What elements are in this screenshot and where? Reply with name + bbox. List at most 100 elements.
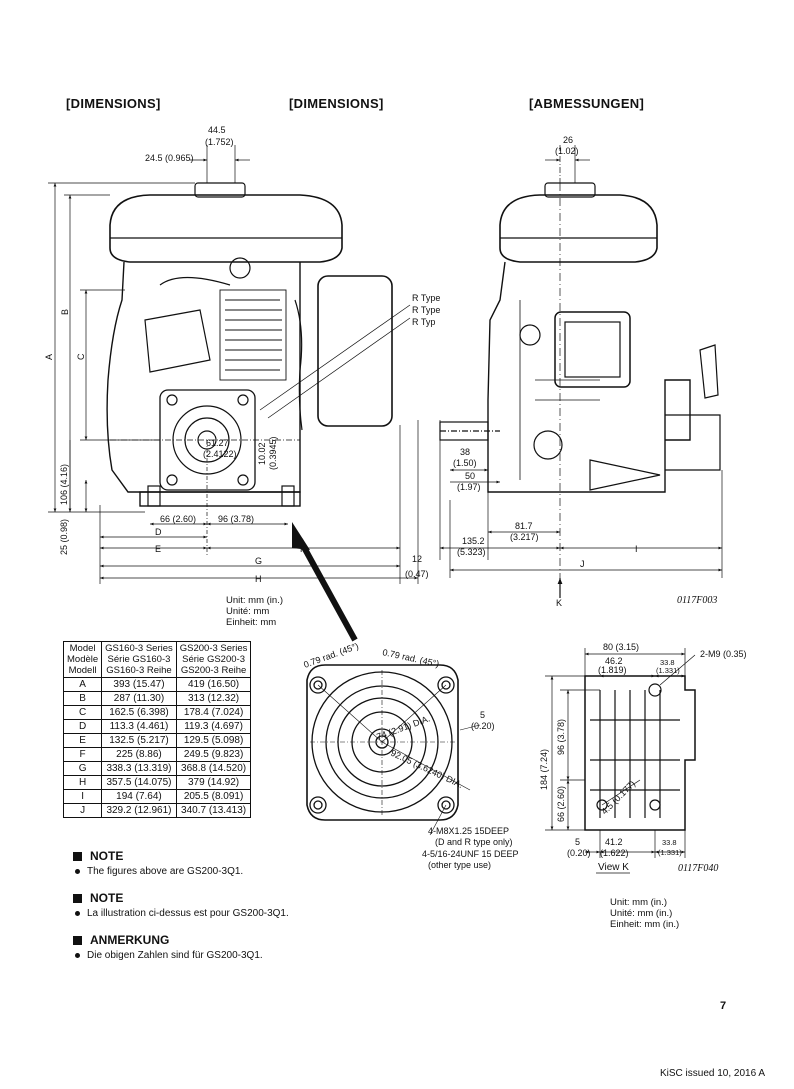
row-key: J xyxy=(62,803,103,818)
header-model: Model Modèle Modell xyxy=(62,641,103,678)
svg-text:33.8: 33.8 xyxy=(662,838,677,847)
unit-k-en: Unit: mm (in.) xyxy=(610,897,667,908)
flange-labels: 0.79 rad. (45°) 0.79 rad. (45°) 74 (2.91… xyxy=(302,641,518,870)
unit-k-de: Einheit: mm (in.) xyxy=(610,919,680,930)
side-view-labels: 26 (1.02) 38 (1.50) 50 (1.97) 81.7 (3.21… xyxy=(453,135,717,608)
dimension-table: Model Modèle Modell GS160-3 Series Série… xyxy=(62,641,252,818)
row-gs160: 132.5 (5.217) xyxy=(101,733,177,748)
unit-line-de: Einheit: mm xyxy=(226,617,277,628)
svg-text:80 (3.15): 80 (3.15) xyxy=(603,642,639,652)
note-text-de: Die obigen Zahlen sind für GS200-3Q1. xyxy=(75,950,263,961)
svg-text:46.2: 46.2 xyxy=(605,656,623,666)
svg-text:96 (3.78): 96 (3.78) xyxy=(218,514,254,524)
row-gs200: 129.5 (5.098) xyxy=(175,733,252,748)
units-view-k: Unit: mm (in.) Unité: mm (in.) Einheit: … xyxy=(610,897,679,930)
svg-text:(0.47): (0.47) xyxy=(405,569,429,579)
svg-text:C: C xyxy=(76,353,86,360)
svg-text:(0.20): (0.20) xyxy=(567,848,591,858)
square-bullet-icon xyxy=(73,936,82,946)
svg-text:26: 26 xyxy=(563,135,573,145)
unit-line-en: Unit: mm (in.) xyxy=(226,595,283,606)
svg-text:(1.02): (1.02) xyxy=(555,146,579,156)
side-view-dimension-lines xyxy=(439,145,723,598)
svg-text:(2.4122): (2.4122) xyxy=(203,449,237,459)
svg-text:(0.20): (0.20) xyxy=(471,721,495,731)
flange-detail xyxy=(306,664,481,836)
row-key: G xyxy=(62,761,103,776)
row-gs200: 205.5 (8.091) xyxy=(175,789,252,804)
svg-text:4-M8X1.25 15DEEP: 4-M8X1.25 15DEEP xyxy=(428,826,509,836)
svg-text:(1.50): (1.50) xyxy=(453,458,477,468)
square-bullet-icon xyxy=(73,852,82,862)
svg-text:K: K xyxy=(556,598,562,608)
svg-text:(3.217): (3.217) xyxy=(510,532,539,542)
svg-text:G: G xyxy=(255,556,262,566)
page-number: 7 xyxy=(720,1000,727,1012)
header-gs200: GS200-3 Series Série GS200-3 GS200-3 Rei… xyxy=(175,641,252,678)
footer-issued: KiSC issued 10, 2016 A xyxy=(660,1068,766,1079)
svg-text:92.05 (3.6240) DIA.: 92.05 (3.6240) DIA. xyxy=(389,748,464,790)
units-main: Unit: mm (in.) Unité: mm Einheit: mm xyxy=(226,595,283,628)
svg-text:10.02: 10.02 xyxy=(257,442,267,465)
row-key: I xyxy=(62,789,103,804)
svg-text:106 (4.16): 106 (4.16) xyxy=(59,464,69,505)
view-k-labels: 80 (3.15) 46.2 (1.819) 33.8 (1.331) 2-M9… xyxy=(539,642,747,874)
row-gs160: 225 (8.86) xyxy=(101,747,177,762)
svg-text:66 (2.60): 66 (2.60) xyxy=(160,514,196,524)
dot-bullet-icon xyxy=(75,952,80,958)
row-key: B xyxy=(62,691,103,706)
svg-text:J: J xyxy=(580,559,585,569)
row-gs160: 287 (11.30) xyxy=(101,691,177,706)
svg-text:E: E xyxy=(155,544,161,554)
detail-arrow xyxy=(292,522,358,642)
svg-text:0117F040: 0117F040 xyxy=(678,863,718,874)
svg-text:(1.752): (1.752) xyxy=(205,137,234,147)
header-dimensions-fr: [DIMENSIONS] xyxy=(289,96,384,111)
row-gs200: 340.7 (13.413) xyxy=(175,803,252,818)
dot-bullet-icon xyxy=(75,910,80,916)
view-k-drawing xyxy=(584,675,696,831)
svg-text:24.5 (0.965): 24.5 (0.965) xyxy=(145,153,194,163)
svg-text:(other type use): (other type use) xyxy=(428,860,491,870)
front-view-labels: 44.5 (1.752) 24.5 (0.965) 61.27 (2.4122)… xyxy=(44,125,440,584)
svg-text:38: 38 xyxy=(460,447,470,457)
row-gs160: 194 (7.64) xyxy=(101,789,177,804)
svg-text:41.2: 41.2 xyxy=(605,837,623,847)
side-view-engine xyxy=(439,182,721,493)
svg-text:184 (7.24): 184 (7.24) xyxy=(539,749,549,790)
unit-line-fr: Unité: mm xyxy=(226,606,270,617)
row-gs160: 357.5 (14.075) xyxy=(101,775,177,790)
svg-text:F: F xyxy=(300,544,306,554)
row-gs160: 338.3 (13.319) xyxy=(101,761,177,776)
svg-text:5: 5 xyxy=(575,837,580,847)
note-text-fr: La illustration ci-dessus est pour GS200… xyxy=(75,908,289,919)
view-k-dimension-lines xyxy=(545,648,696,858)
svg-text:(1.819): (1.819) xyxy=(598,665,627,675)
svg-text:(D and R type only): (D and R type only) xyxy=(435,837,513,847)
row-gs200: 313 (12.32) xyxy=(175,691,252,706)
svg-text:H: H xyxy=(255,574,262,584)
row-key: E xyxy=(62,733,103,748)
svg-text:(1.622): (1.622) xyxy=(600,848,629,858)
svg-text:(0.3945): (0.3945) xyxy=(268,436,278,470)
row-gs160: 393 (15.47) xyxy=(101,677,177,692)
row-gs200: 119.3 (4.697) xyxy=(175,719,252,734)
square-bullet-icon xyxy=(73,894,82,904)
row-key: C xyxy=(62,705,103,720)
svg-text:0117F003: 0117F003 xyxy=(677,595,717,606)
svg-text:4.5 (0.177): 4.5 (0.177) xyxy=(599,779,637,817)
row-gs200: 379 (14.92) xyxy=(175,775,252,790)
note-heading-fr: NOTE xyxy=(73,891,123,905)
row-gs160: 162.5 (6.398) xyxy=(101,705,177,720)
svg-text:2-M9 (0.35): 2-M9 (0.35) xyxy=(700,649,747,659)
svg-text:12: 12 xyxy=(412,554,422,564)
